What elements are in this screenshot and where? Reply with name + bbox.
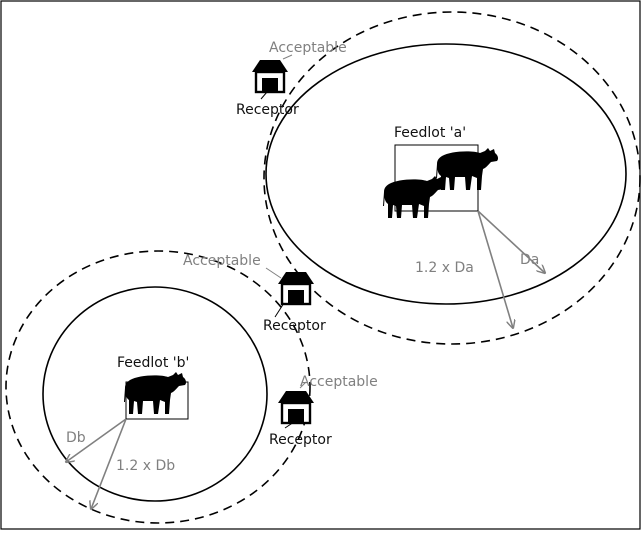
distance-arrow-1-2-da [477,210,513,328]
feedlot-a-buffer-zone [263,11,641,345]
distance-arrow-db [66,418,127,462]
receptor-label: Receptor [263,318,326,334]
house-icon [276,270,316,306]
buffer-label-1-2-da: 1.2 x Da [415,260,474,276]
receptor-2: Receptor Acceptable [183,253,326,334]
cow-icon [436,148,499,190]
distance-label-db: Db [66,430,86,446]
feedlot-a-group: Feedlot 'a' Da 1.2 x Da [263,11,641,345]
cow-icon [124,372,187,414]
house-icon [276,389,316,425]
house-icon [250,58,290,94]
feedlot-b-group: Feedlot 'b' Db 1.2 x Db [5,250,311,524]
feedlot-b-title: Feedlot 'b' [117,355,189,371]
feedlot-b-buffer-zone [5,250,311,524]
receptor-1: Receptor Acceptable [236,40,347,118]
receptor-2-status-leader [265,267,282,279]
receptor-3: Receptor Acceptable [269,374,378,448]
receptor-1-leader-line [260,84,274,100]
distance-arrow-1-2-db [91,418,127,509]
distance-label-da: Da [520,252,539,268]
receptor-status: Acceptable [300,374,378,390]
cow-icon [383,176,446,218]
distance-arrow-da [477,210,545,273]
receptor-label: Receptor [236,102,299,118]
receptor-3-status-leader [299,381,307,389]
receptor-status: Acceptable [183,253,261,269]
feedlot-b-separation-zone [42,286,268,502]
buffer-label-1-2-db: 1.2 x Db [116,458,175,474]
receptor-3-leader-line [284,421,295,429]
receptor-1-status-leader [282,54,293,60]
receptor-2-leader-line [274,302,285,318]
feedlot-a-title: Feedlot 'a' [394,125,466,141]
feedlot-a-separation-zone [265,43,627,305]
receptor-label: Receptor [269,432,332,448]
receptor-status: Acceptable [269,40,347,56]
